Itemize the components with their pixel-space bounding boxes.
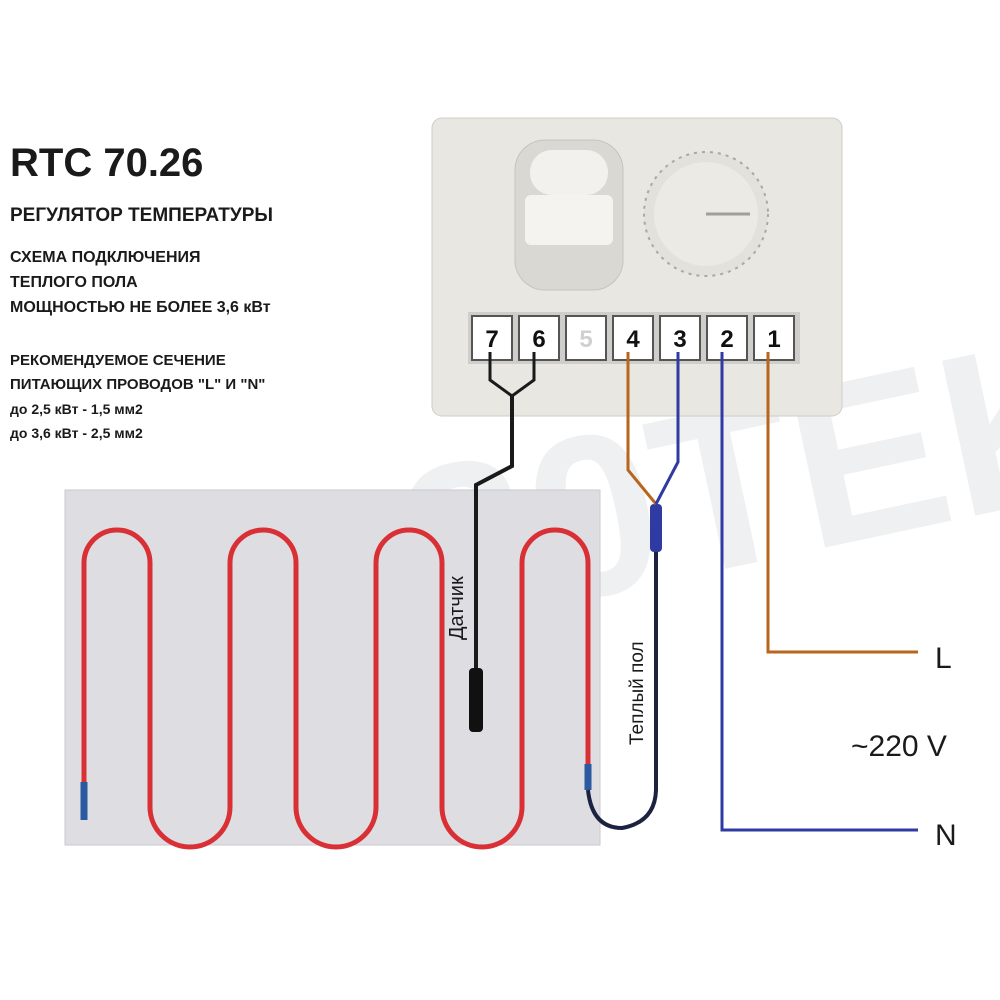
floor-temperature-sensor bbox=[469, 668, 483, 732]
terminal-2-label: 2 bbox=[720, 326, 733, 353]
terminals: 7 6 5 4 3 2 1 bbox=[471, 315, 795, 361]
terminal-4-label: 4 bbox=[626, 326, 640, 353]
description-line-3: МОЩНОСТЬЮ НЕ БОЛЕЕ 3,6 кВт bbox=[10, 299, 271, 316]
thermostat: 7 6 5 4 3 2 1 bbox=[431, 117, 843, 417]
description-line-1: СХЕМА ПОДКЛЮЧЕНИЯ bbox=[10, 249, 201, 266]
terminal-5-box bbox=[565, 315, 607, 361]
floor-panel bbox=[64, 489, 601, 846]
cold-lead-cable bbox=[586, 512, 658, 831]
neutral-wire bbox=[720, 352, 918, 832]
device-subtitle: РЕГУЛЯТОР ТЕМПЕРАТУРЫ bbox=[10, 205, 273, 226]
sensor-label: Датчик bbox=[446, 576, 468, 640]
recommendation-line-3: до 2,5 кВт - 1,5 мм2 bbox=[10, 401, 143, 417]
terminal-3-label: 3 bbox=[673, 326, 686, 353]
sensor-wire bbox=[474, 396, 514, 670]
recommendation-line-2: ПИТАЮЩИХ ПРОВОДОВ "L" И "N" bbox=[10, 376, 265, 393]
description-line-2: ТЕПЛОГО ПОЛА bbox=[10, 274, 138, 291]
floor-wire-to-terminal-3 bbox=[654, 352, 680, 505]
floor-label: Теплый пол bbox=[627, 641, 648, 745]
terminal-4-box bbox=[612, 315, 654, 361]
power-switch-rocker bbox=[525, 195, 613, 245]
model-title: RTC 70.26 bbox=[10, 141, 203, 185]
terminal-1-box bbox=[753, 315, 795, 361]
terminal-2-box bbox=[706, 315, 748, 361]
recommendation-line-4: до 3,6 кВт - 2,5 мм2 bbox=[10, 425, 143, 441]
phase-wire bbox=[766, 352, 918, 654]
floor-wire-to-terminal-4 bbox=[626, 352, 658, 505]
terminal-6-label: 6 bbox=[532, 326, 545, 353]
recommendation-line-1: РЕКОМЕНДУЕМОЕ СЕЧЕНИЕ bbox=[10, 352, 226, 369]
terminal-6-box bbox=[518, 315, 560, 361]
thermostat-body bbox=[431, 117, 843, 417]
terminal-7-label: 7 bbox=[485, 326, 498, 353]
cold-lead-coupling bbox=[650, 504, 662, 552]
heating-cable bbox=[81, 527, 591, 850]
phase-label: L bbox=[935, 642, 952, 675]
terminal-7-box bbox=[471, 315, 513, 361]
neutral-label: N bbox=[935, 819, 957, 852]
terminal-1-label: 1 bbox=[767, 326, 780, 353]
terminal-5-label: 5 bbox=[579, 326, 592, 353]
power-switch-top bbox=[530, 150, 608, 195]
voltage-label: ~220 V bbox=[851, 730, 947, 763]
terminal-3-box bbox=[659, 315, 701, 361]
